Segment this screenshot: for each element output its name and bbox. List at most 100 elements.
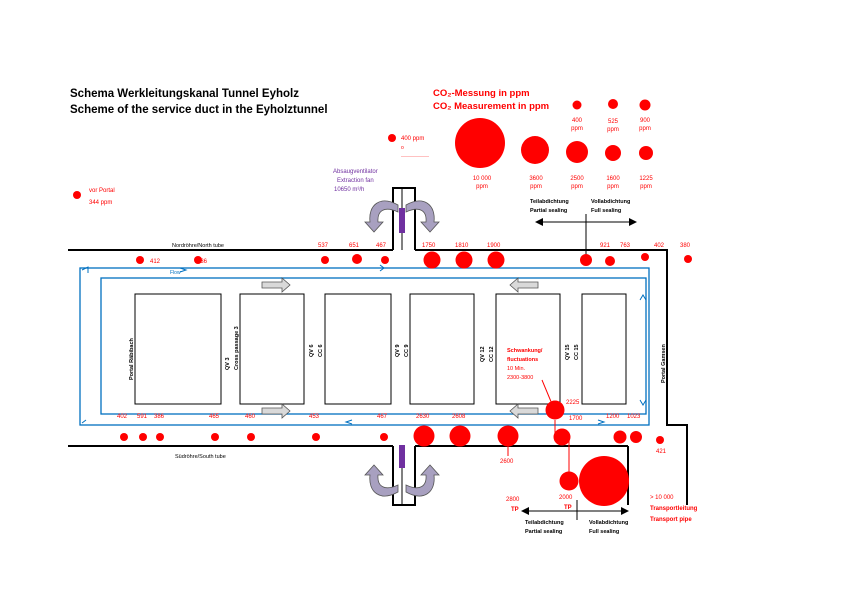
transport-label-de: Transportleitung: [650, 506, 698, 512]
service-duct: [79, 267, 650, 426]
passage-labels: Portal Räbibach QV 3 Cross passage 3 QV …: [129, 326, 667, 383]
south-label: 2600: [500, 459, 514, 465]
north-point: [455, 251, 473, 269]
fan-bottom-right-arrow: [405, 464, 440, 497]
south-point: [312, 433, 320, 441]
south-label: 1700: [569, 416, 583, 422]
flow-label: Flow: [170, 270, 181, 276]
passage-block-1: [134, 293, 222, 405]
south-point: [497, 425, 519, 447]
cross-passage-3-label: Cross passage 3: [234, 326, 240, 370]
south-point: [139, 433, 147, 441]
fan-top-left-arrow: [364, 200, 399, 233]
north-label: 1810: [455, 243, 469, 249]
north-point: [381, 256, 389, 264]
flow-arrows: [81, 264, 647, 425]
arrow-right-bottom: [261, 403, 291, 419]
north-label: 436: [197, 259, 208, 265]
south-label: 465: [209, 414, 220, 420]
sealing-top-full-en: Full sealing: [591, 208, 621, 214]
title-en: Scheme of the service duct in the Eyholz…: [70, 104, 328, 116]
north-label: 651: [349, 243, 360, 249]
south-label: 467: [377, 414, 388, 420]
passage-block-6: [581, 293, 627, 405]
legend-circle-900: [639, 99, 651, 111]
qv6-label: QV 6: [309, 344, 315, 357]
air-arrows: [261, 277, 539, 419]
north-point: [352, 254, 362, 264]
fan-top-right-arrow: [405, 200, 440, 233]
cc9-label: CC 9: [404, 344, 410, 357]
legend-circle-10000: [455, 118, 505, 168]
tp-b-label: TP: [564, 505, 572, 511]
sealing-top-partial-en: Partial sealing: [530, 208, 567, 214]
north-tube-label: Nordröhre/North tube: [172, 243, 224, 249]
reference-point: [388, 134, 396, 142]
portal-raebibach-label: Portal Räbibach: [129, 337, 135, 380]
vor-portal-value: 344 ppm: [89, 200, 112, 206]
sealing-bottom-full-en: Full sealing: [589, 529, 619, 535]
sealing-top-full-de: Vollabdichtung: [591, 199, 630, 205]
qv3-label: QV 3: [225, 357, 231, 370]
fluct-2: fluctuations: [507, 357, 538, 363]
qv12-label: QV 12: [480, 346, 486, 362]
south-label: 460: [245, 414, 256, 420]
north-label: 537: [318, 243, 329, 249]
north-point: [423, 251, 441, 269]
south-point: [545, 400, 565, 420]
cc15-label: CC 15: [574, 344, 580, 360]
tp-a-value: 2800: [506, 497, 520, 503]
fan-bottom-left-arrow: [364, 464, 399, 497]
south-label: 591: [137, 414, 148, 420]
legend-title-en: CO₂ Measurement in ppm: [433, 101, 549, 112]
south-label: 2608: [452, 414, 466, 420]
tp-point: [559, 471, 579, 491]
passage-block-5: [495, 293, 561, 405]
ref-label-2: o: [401, 145, 404, 151]
south-label: 453: [309, 414, 320, 420]
north-label: 402: [654, 243, 665, 249]
north-point: [605, 256, 615, 266]
qv9-label: QV 9: [395, 344, 401, 357]
fluctuation-note: Schwankung/ fluctuations 10 Min. 2300-38…: [507, 348, 543, 381]
north-label: 921: [600, 243, 611, 249]
south-point: [156, 433, 164, 441]
arrow-left-top: [509, 277, 539, 293]
south-point: [449, 425, 471, 447]
passage-block-3: [324, 293, 392, 405]
south-label: 386: [154, 414, 165, 420]
sealing-bottom: Teilabdichtung Partial sealing Vollabdic…: [521, 500, 629, 535]
north-label: 763: [620, 243, 631, 249]
legend-circle-2500: [566, 141, 588, 163]
south-point: [380, 433, 388, 441]
transport-pipe-point: [579, 456, 629, 506]
sealing-bottom-partial-de: Teilabdichtung: [525, 520, 564, 526]
south-label: 2225: [566, 400, 580, 406]
legend-circle-525: [608, 99, 618, 109]
legend-circle-400: [572, 100, 582, 110]
fluct-4: 2300-3800: [507, 375, 533, 381]
south-point: [211, 433, 219, 441]
north-label: 412: [150, 259, 161, 265]
title-de: Schema Werkleitungskanal Tunnel Eyholz: [70, 88, 299, 100]
ref-label-3: ———————: [401, 153, 429, 158]
north-point: [487, 251, 505, 269]
north-point: [641, 253, 649, 261]
sealing-top: Teilabdichtung Partial sealing Vollabdic…: [530, 199, 637, 262]
south-point: [247, 433, 255, 441]
south-label: 402: [117, 414, 128, 420]
cross-passages: [134, 293, 627, 405]
south-point: [656, 436, 664, 444]
legend-title-de: CO₂-Messung in ppm: [433, 88, 530, 99]
fluct-3: 10 Min.: [507, 366, 526, 372]
cc12-label: CC 12: [489, 346, 495, 362]
portal-gamsen-label: Portal Gamsen: [661, 344, 667, 383]
north-point: [136, 256, 144, 264]
